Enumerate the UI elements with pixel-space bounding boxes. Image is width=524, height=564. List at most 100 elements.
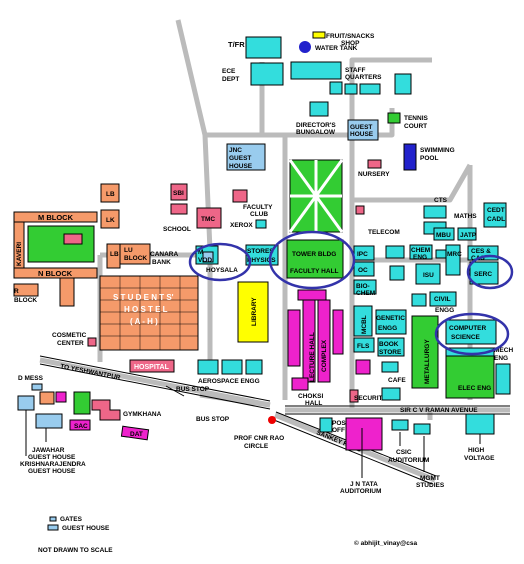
mvod-label: M [198,249,203,256]
gymkhana-ground [73,391,91,415]
tfr-building [245,36,282,59]
legend-guest-house: GUEST HOUSE [62,525,110,532]
oc-label: OC [358,267,368,274]
mrc-label: MRC [447,251,462,258]
legend-guest-house-icon [47,524,59,531]
cadl-label: CADL [487,216,505,223]
r-block-label-2: BLOCK [14,297,37,304]
gate-icon-d-mess [31,383,43,391]
tower-building [286,239,344,279]
lecture-hall-top [297,289,327,301]
metallurgy-building [411,315,439,389]
post-office [319,417,333,433]
jn-tata-label: J N TATA [350,481,378,488]
security-building [349,389,359,403]
civil-annex [411,293,427,307]
water-tank-icon [299,41,311,53]
jn-tata-auditorium [345,417,383,451]
csic-block-2 [413,423,431,435]
staff-quarters-5 [394,73,412,95]
ece-label-2: DEPT [222,76,239,83]
n-block-label: N BLOCK [38,269,73,278]
n-block [13,267,98,279]
oc-building [353,261,375,277]
fls-label: FLS [357,343,370,350]
highlight-circles [188,230,514,356]
aerospace-block-1 [197,359,219,375]
faculty-club-label-2: CLUB [250,211,268,218]
staff-label-2: QUARTERS [345,74,382,81]
sbi-building [170,183,188,201]
security-annex [381,387,401,401]
krishnarajendra-label-2: GUEST HOUSE [28,468,76,475]
swimming-label-2: POOL [420,155,438,162]
raman-avenue-label: SIR C V RAMAN AVENUE [400,407,478,414]
genetic-label: GENETIC [376,315,405,322]
telecom-label: TELECOM [368,229,400,236]
krishnarajendra-label: KRISHNARAJENDRA [20,461,86,468]
jawahar-label: JAWAHAR [32,447,65,454]
serc-label: SERC [474,271,492,278]
prof-cnr-label-2: CIRCLE [244,443,269,450]
r-block-label: R [14,288,19,295]
lb-building [100,183,120,203]
cosmetic-label: COSMETIC [52,332,87,339]
lu-label: LU [124,247,133,254]
elec-eng-label: ELEC ENG [458,385,491,392]
tfr-label: T/FR [228,40,245,49]
water-tank-label: WATER TANK [315,45,358,52]
chem-eng-label-2: ENG [413,254,427,261]
maths-label: MATHS [454,213,477,220]
kaveri-label: KAVERI [16,242,23,266]
xerox-label: XEROX [230,222,253,229]
chem-eng-label: CHEM [411,247,430,254]
high-voltage-label-2: VOLTAGE [464,455,495,462]
fruit-shop-label: FRUIT/SNACKS [326,33,375,40]
genetic-label-2: ENGG [378,325,397,332]
d-mess-label: D MESS [18,375,44,382]
faculty-club [232,189,248,203]
gymkhana-label: GYMKHANA [123,411,162,418]
ipc-label: IPC [357,251,368,258]
nursery-block [367,159,382,169]
legend-not-to-scale: NOT DRAWN TO SCALE [38,547,113,554]
staff-label: STAFF [345,67,365,74]
computer-science-label-2: SCIENCE [451,334,481,341]
tmc-building [196,207,222,229]
staff-quarters-4 [359,83,381,95]
genetic-building [375,309,407,335]
jn-tata-label-2: AUDITORIUM [340,488,381,495]
bus-stop-label-2: BUS STOP [196,416,230,423]
cafe-building [381,361,399,373]
m-block-inner [63,233,83,245]
civil-label: CIVIL [434,296,451,303]
jatp-building [457,227,477,241]
hostel-grid [100,276,198,350]
post-label-2: OFF [332,427,345,434]
isu-building [415,263,441,285]
cosmetic-center [87,337,97,347]
swimming-label: SWIMMING [420,147,455,154]
civil-building [429,291,457,307]
serc-building [469,261,499,285]
n-block-wing [59,277,75,307]
ces-label: CES & [471,248,491,255]
mgmt-label-2: STUDIES [416,482,445,489]
elec-eng-building [445,351,495,399]
guest-house-label: GUEST [350,124,372,131]
d-mess-block-2 [39,391,55,405]
swimming-pool [403,143,417,171]
high-voltage-label: HIGH [468,447,485,454]
mvod-inner [202,251,214,263]
jnc-guest-house [226,143,266,171]
biochem-label-2: CHEM [356,290,375,297]
post-label: POST [332,420,350,427]
faculty-club-label: FACULTY [243,204,273,211]
metallurgy-label: METALLURGY [424,339,431,384]
biochem-label: BIO- [356,283,370,290]
m-block-label: M BLOCK [38,213,74,222]
students-hostel-label-2: H O S T E L [124,305,168,314]
mgmt-label: MGMT [420,475,440,482]
mcbl-building [353,305,373,337]
tennis-court [387,112,401,124]
